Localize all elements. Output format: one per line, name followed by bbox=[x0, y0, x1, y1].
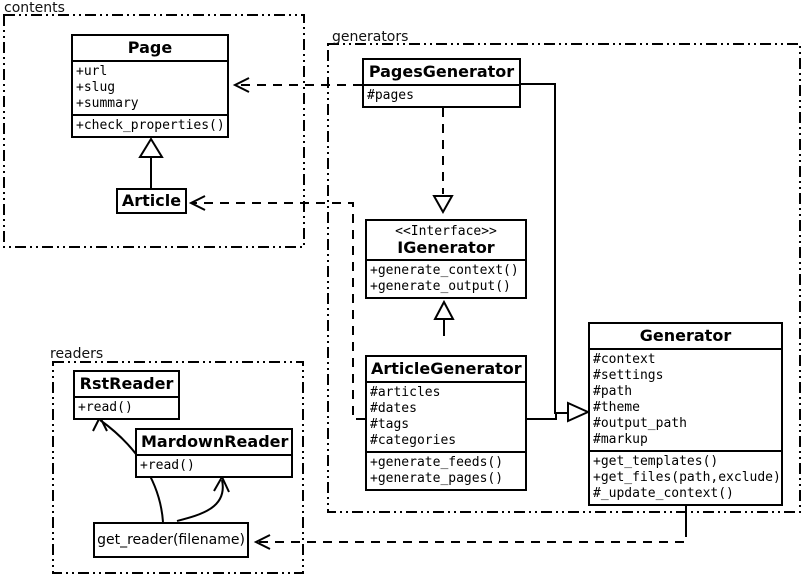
inheritance-triangle-generator bbox=[567, 401, 591, 423]
class-box-pagesgenerator: PagesGenerator #pages bbox=[362, 58, 521, 108]
package-label-generators: generators bbox=[332, 29, 409, 45]
attributes-compartment: #articles #dates #tags #categories bbox=[367, 381, 525, 451]
method: +generate_pages() bbox=[370, 471, 504, 486]
class-name: RstReader bbox=[79, 374, 174, 393]
attribute: #tags bbox=[370, 417, 410, 432]
attribute: +url bbox=[76, 64, 108, 79]
class-box-mardownreader: MardownReader +read() bbox=[135, 428, 293, 478]
function-box-get-reader: get_reader(filename) bbox=[93, 522, 249, 558]
method: +generate_context() bbox=[370, 263, 519, 278]
attribute: #markup bbox=[593, 432, 648, 447]
attribute: #articles bbox=[370, 385, 441, 400]
package-label-contents: contents bbox=[4, 0, 65, 16]
realization-triangle-igenerator-top bbox=[432, 195, 454, 215]
method: +read() bbox=[140, 458, 195, 473]
curve-getreader-to-mardownreader bbox=[176, 479, 224, 522]
method: +generate_feeds() bbox=[370, 455, 504, 470]
attribute: +slug bbox=[76, 80, 116, 95]
attributes-compartment: #pages bbox=[364, 84, 519, 106]
dependency-line-articlegenerator-to-article bbox=[193, 202, 365, 420]
class-name: Article bbox=[121, 191, 182, 210]
realization-triangle-igenerator-bottom bbox=[433, 299, 455, 320]
methods-compartment: +read() bbox=[75, 396, 178, 418]
class-name: PagesGenerator bbox=[368, 62, 515, 81]
dependency-line-generator-to-getreader bbox=[258, 528, 687, 543]
function-label: get_reader(filename) bbox=[97, 532, 245, 548]
methods-compartment: +check_properties() bbox=[73, 114, 227, 136]
class-box-page: Page +url +slug +summary +check_properti… bbox=[71, 34, 229, 138]
class-box-rstreader: RstReader +read() bbox=[73, 370, 180, 420]
methods-compartment: +generate_feeds() +generate_pages() bbox=[367, 451, 525, 489]
class-name: ArticleGenerator bbox=[371, 359, 522, 378]
class-name: IGenerator bbox=[397, 238, 495, 257]
dependency-arrowhead-getreader bbox=[253, 534, 271, 550]
class-box-generator: Generator #context #settings #path #them… bbox=[588, 322, 783, 506]
method: +get_templates() bbox=[593, 454, 719, 469]
attribute: #theme bbox=[593, 400, 640, 415]
attribute: #context bbox=[593, 352, 656, 367]
class-name: Generator bbox=[639, 326, 732, 345]
method: +check_properties() bbox=[76, 118, 225, 133]
package-border-readers bbox=[52, 361, 304, 574]
attribute: #pages bbox=[367, 88, 414, 103]
package-label-readers: readers bbox=[50, 346, 104, 362]
class-box-articlegenerator: ArticleGenerator #articles #dates #tags … bbox=[365, 355, 527, 491]
package-border-contents bbox=[3, 14, 305, 248]
attribute: #path bbox=[593, 384, 633, 399]
class-box-article: Article bbox=[116, 188, 187, 214]
attributes-compartment: +url +slug +summary bbox=[73, 60, 227, 114]
dependency-arrowhead-page bbox=[232, 77, 250, 93]
dependency-arrowhead-article bbox=[188, 195, 206, 211]
package-border-generators bbox=[327, 43, 801, 513]
arrowhead-mardownreader bbox=[213, 474, 230, 493]
inheritance-triangle-page bbox=[138, 137, 164, 158]
inheritance-line-pagesgenerator-to-generator bbox=[521, 83, 567, 414]
attribute: #categories bbox=[370, 433, 457, 448]
method: +generate_output() bbox=[370, 279, 511, 294]
attribute: #output_path bbox=[593, 416, 687, 431]
attributes-compartment: #context #settings #path #theme #output_… bbox=[590, 348, 781, 450]
attribute: #settings bbox=[593, 368, 664, 383]
stereotype: <<Interface>> bbox=[395, 224, 497, 239]
class-name: MardownReader bbox=[141, 432, 289, 451]
method: +get_files(path,exclude) bbox=[593, 470, 781, 485]
attribute: #dates bbox=[370, 401, 417, 416]
method: #_update_context() bbox=[593, 486, 734, 501]
methods-compartment: +generate_context() +generate_output() bbox=[367, 259, 525, 297]
inheritance-line-articlegenerator-to-generator bbox=[527, 413, 557, 420]
class-name: Page bbox=[127, 38, 173, 57]
attribute: +summary bbox=[76, 96, 139, 111]
methods-compartment: +get_templates() +get_files(path,exclude… bbox=[590, 450, 781, 504]
methods-compartment: +read() bbox=[137, 454, 291, 476]
interface-box-igenerator: <<Interface>> IGenerator +generate_conte… bbox=[365, 219, 527, 299]
method: +read() bbox=[78, 400, 133, 415]
